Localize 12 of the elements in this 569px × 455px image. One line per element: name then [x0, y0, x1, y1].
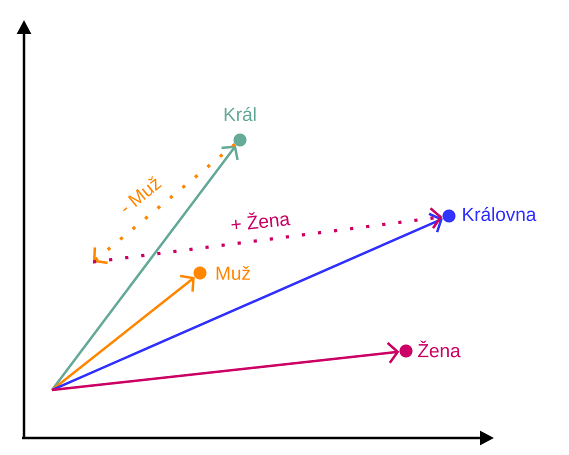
point-label: Král — [224, 106, 256, 122]
point-label: Muž — [216, 266, 250, 280]
edge-label: + Žena — [228, 207, 292, 233]
edge-label: - Muž — [116, 173, 164, 217]
arrow — [93, 143, 236, 264]
arrow — [52, 342, 400, 392]
point-label: Královna — [463, 206, 536, 222]
arrow — [92, 207, 442, 264]
arrow — [51, 145, 239, 391]
arrow — [52, 212, 443, 392]
point-label: Žena — [418, 340, 461, 358]
arrow — [51, 274, 195, 391]
